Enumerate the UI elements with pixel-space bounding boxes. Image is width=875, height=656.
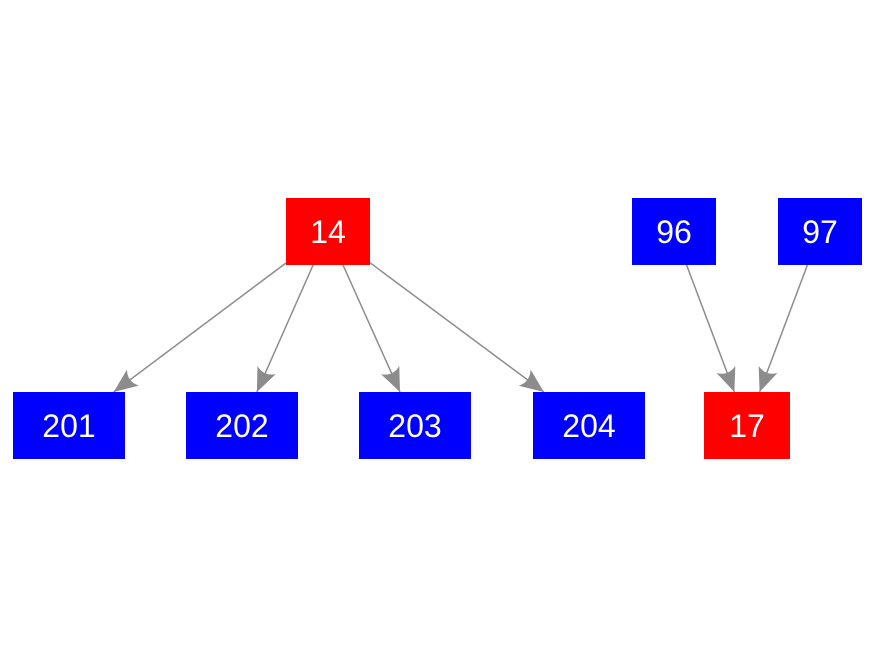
node-201[interactable]: 201 [13, 392, 125, 459]
node-14[interactable]: 14 [286, 198, 370, 265]
node-97[interactable]: 97 [778, 198, 862, 265]
node-96[interactable]: 96 [632, 198, 716, 265]
node-label: 97 [802, 213, 838, 250]
edge-14-202 [256, 264, 314, 393]
edge-14-201 [113, 262, 287, 393]
edge-14-204 [369, 262, 545, 393]
edge-96-17 [685, 264, 736, 393]
node-label: 203 [388, 407, 442, 444]
node-label: 202 [215, 407, 269, 444]
edge-14-203 [342, 264, 401, 393]
node-203[interactable]: 203 [359, 392, 471, 459]
node-label: 201 [42, 407, 96, 444]
node-202[interactable]: 202 [186, 392, 298, 459]
node-label: 96 [656, 213, 692, 250]
node-label: 17 [729, 407, 765, 444]
node-204[interactable]: 204 [533, 392, 645, 459]
node-label: 14 [310, 213, 346, 250]
edge-97-17 [758, 264, 809, 393]
node-label: 204 [562, 407, 616, 444]
node-17[interactable]: 17 [704, 392, 790, 459]
